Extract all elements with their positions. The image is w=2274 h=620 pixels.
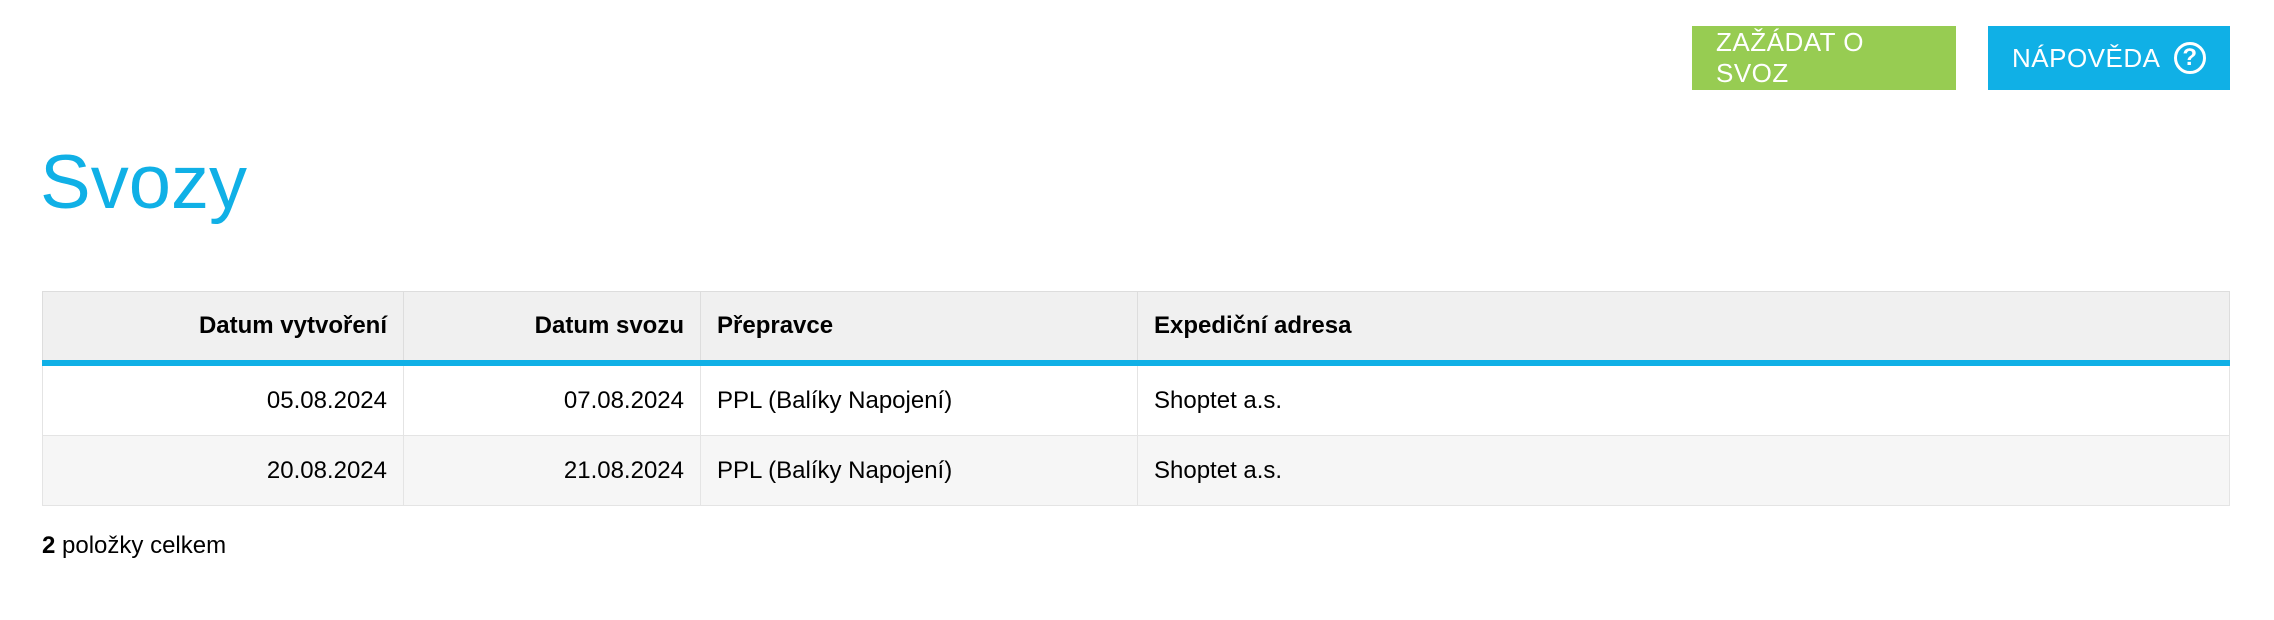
cell-carrier: PPL (Balíky Napojení) [700, 435, 1138, 506]
help-button[interactable]: NÁPOVĚDA ? [1988, 26, 2230, 90]
question-circle-icon: ? [2174, 42, 2206, 74]
cell-address: Shoptet a.s. [1137, 435, 2230, 506]
column-header-pickup-date[interactable]: Datum svozu [403, 291, 701, 366]
column-header-carrier[interactable]: Přepravce [700, 291, 1138, 366]
cell-address: Shoptet a.s. [1137, 362, 2230, 436]
cell-pickup-date: 21.08.2024 [403, 435, 701, 506]
cell-created: 05.08.2024 [42, 362, 404, 436]
column-header-address[interactable]: Expediční adresa [1137, 291, 2230, 366]
items-total-count: 2 [42, 532, 56, 559]
toolbar: ZAŽÁDAT O SVOZ NÁPOVĚDA ? [1692, 26, 2230, 90]
table-row[interactable]: 20.08.2024 21.08.2024 PPL (Balíky Napoje… [42, 435, 2230, 506]
table-row[interactable]: 05.08.2024 07.08.2024 PPL (Balíky Napoje… [42, 362, 2230, 436]
items-total-text: položky celkem [55, 532, 227, 559]
table-header-row: Datum vytvoření Datum svozu Přepravce Ex… [42, 291, 2230, 366]
cell-carrier: PPL (Balíky Napojení) [700, 362, 1138, 436]
items-total-summary: 2 položky celkem [42, 532, 226, 560]
request-pickup-button[interactable]: ZAŽÁDAT O SVOZ [1692, 26, 1956, 90]
cell-created: 20.08.2024 [42, 435, 404, 506]
request-pickup-label: ZAŽÁDAT O SVOZ [1716, 27, 1864, 88]
pickups-table: Datum vytvoření Datum svozu Přepravce Ex… [42, 291, 2230, 506]
page-title: Svozy [40, 140, 247, 225]
column-header-created[interactable]: Datum vytvoření [42, 291, 404, 366]
help-icon-glyph: ? [2182, 44, 2198, 71]
help-label: NÁPOVĚDA [2012, 42, 2161, 73]
cell-pickup-date: 07.08.2024 [403, 362, 701, 436]
